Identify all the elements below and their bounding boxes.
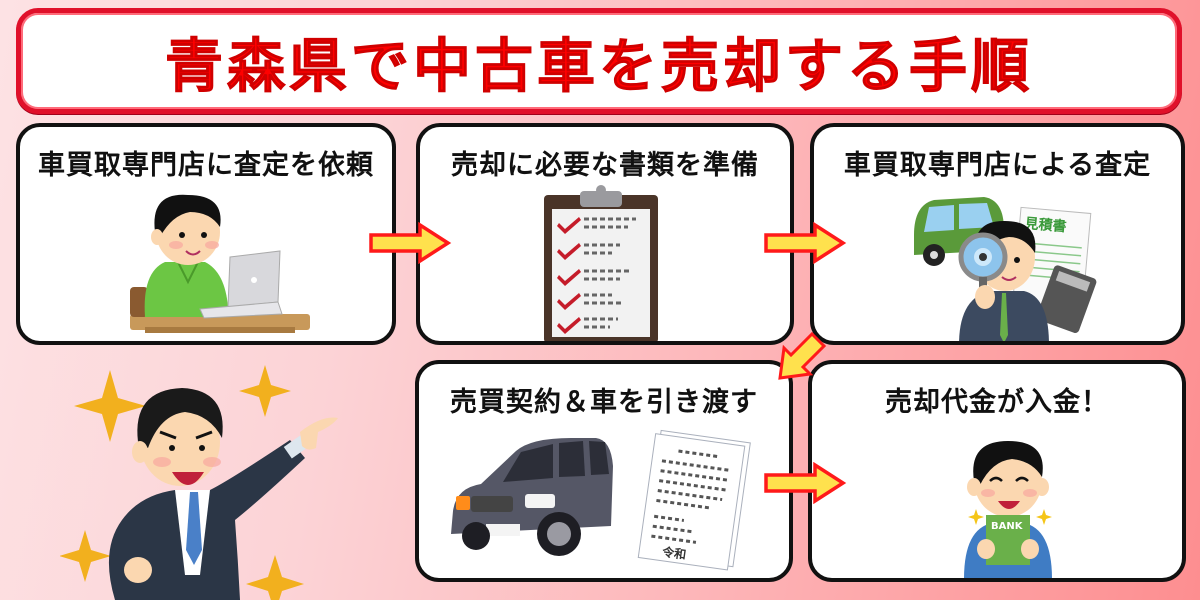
car-contract-icon: 令和	[451, 429, 751, 571]
page-title: 青森県で中古車を売却する手順	[164, 32, 1033, 101]
arrow-right-icon	[764, 222, 847, 264]
step-3-label: 車買取専門店による査定	[843, 150, 1152, 181]
arrow-down-left-icon	[778, 331, 827, 380]
arrow-right-icon	[369, 222, 452, 264]
step-2-box: 売却に必要な書類を準備	[416, 123, 794, 345]
svg-text:見積書: 見積書	[1023, 215, 1067, 236]
step-5-box: 売却代金が入金！ BANK	[808, 360, 1186, 582]
svg-text:BANK: BANK	[991, 521, 1024, 532]
svg-text:令和: 令和	[660, 544, 687, 562]
person-laptop-icon	[130, 194, 310, 333]
step-3-box: 車買取専門店による査定 見積書	[810, 123, 1185, 345]
title-banner: 青森県で中古車を売却する手順	[16, 8, 1182, 114]
clipboard-checklist-icon	[544, 185, 658, 341]
person-bankbook-icon: BANK	[964, 441, 1052, 578]
arrow-right-icon	[764, 462, 847, 504]
step-1-box: 車買取専門店に査定を依頼	[16, 123, 396, 345]
step-5-label: 売却代金が入金！	[885, 387, 1109, 418]
businessman-pointing-icon	[60, 365, 338, 600]
step-4-box: 売買契約＆車を引き渡す 令和	[415, 360, 793, 582]
step-4-label: 売買契約＆車を引き渡す	[450, 387, 758, 418]
step-2-label: 売却に必要な書類を準備	[451, 150, 759, 181]
step-1-label: 車買取専門店に査定を依頼	[38, 150, 374, 181]
inspector-magnifier-icon: 見積書	[914, 197, 1097, 341]
